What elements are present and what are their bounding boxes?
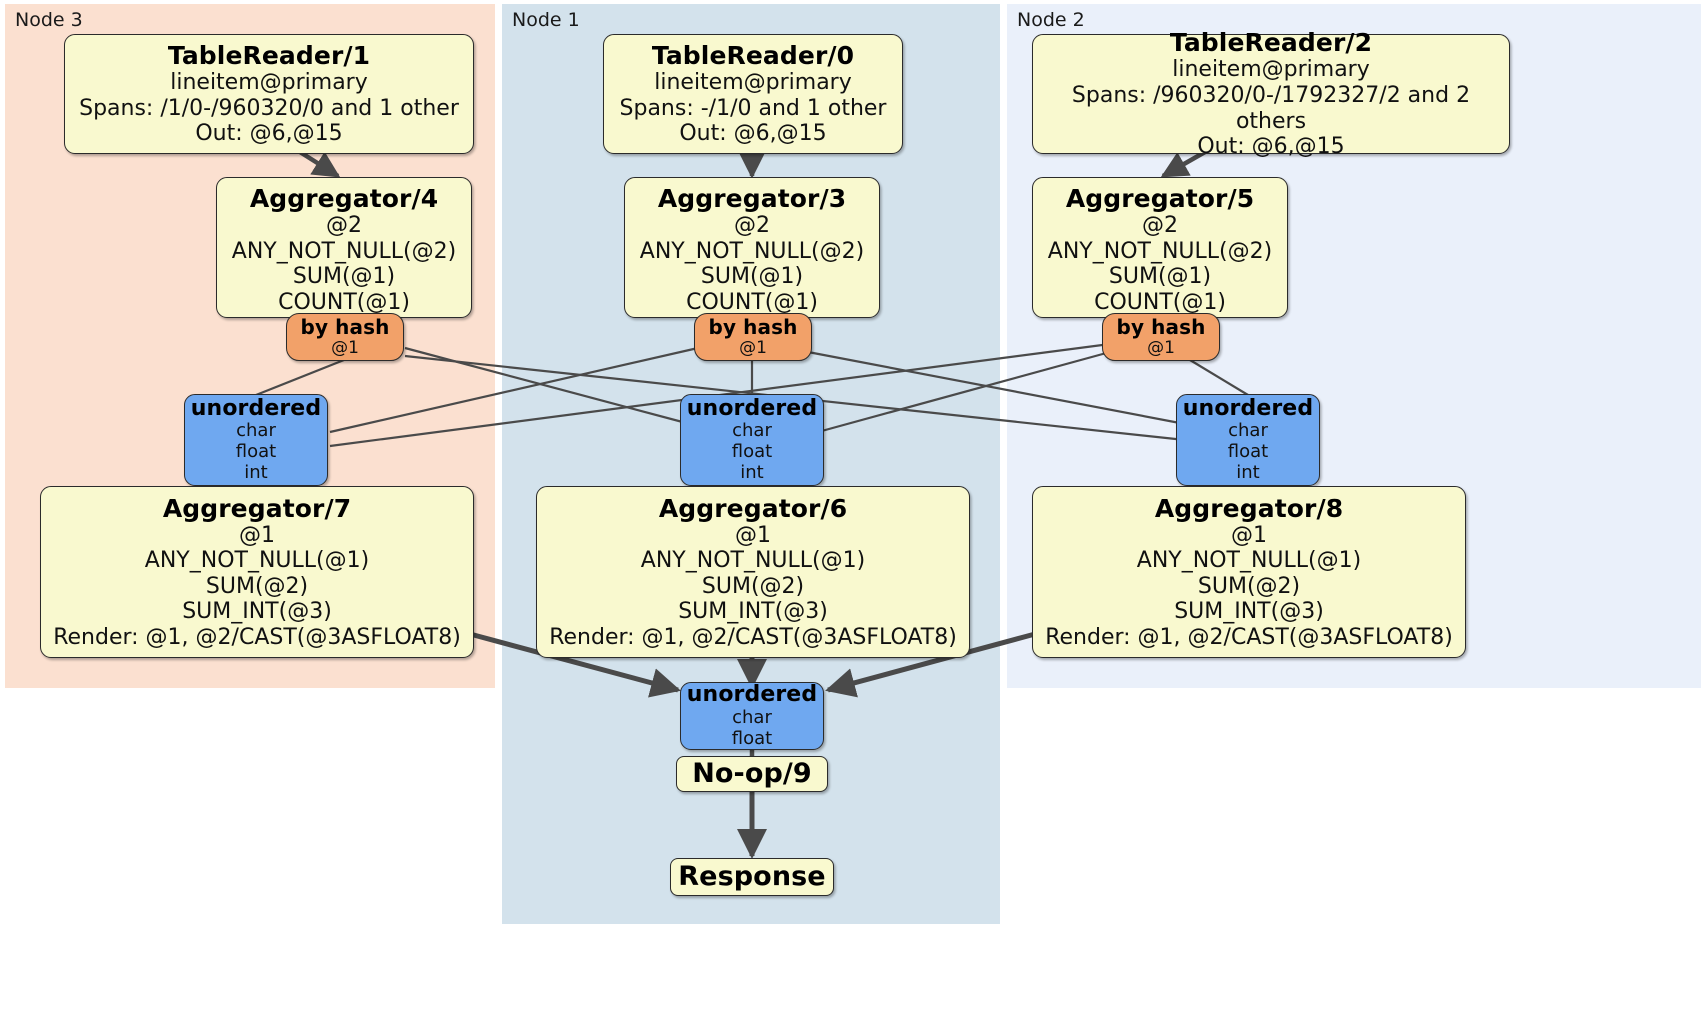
- receiver-title: unordered: [1182, 395, 1314, 421]
- node-title: Response: [678, 861, 826, 893]
- receiver-line: int: [244, 462, 268, 484]
- node-line: lineitem@primary: [654, 70, 852, 96]
- node-line: @1: [239, 522, 275, 548]
- receiver-line: float: [731, 441, 773, 463]
- node-tablereader-2[interactable]: TableReader/2 lineitem@primary Spans: /9…: [1032, 28, 1510, 159]
- receiver-line: int: [740, 462, 764, 484]
- panel-node-2-label: Node 2: [1017, 9, 1085, 31]
- receiver-line: char: [1228, 420, 1268, 442]
- node-line: SUM_INT(@3): [678, 599, 828, 625]
- node-aggregator-6[interactable]: Aggregator/6 @1 ANY_NOT_NULL(@1) SUM(@2)…: [536, 486, 970, 658]
- receiver-unordered-final[interactable]: unordered char float: [680, 682, 824, 750]
- receiver-unordered-8[interactable]: unordered char float int: [1176, 394, 1320, 486]
- node-line: ANY_NOT_NULL(@1): [640, 548, 866, 574]
- node-line: @1: [1231, 522, 1267, 548]
- node-line: ANY_NOT_NULL(@1): [1136, 548, 1362, 574]
- node-line: @2: [734, 213, 770, 238]
- router-line: @1: [739, 337, 767, 358]
- receiver-title: unordered: [686, 682, 818, 708]
- node-title: Aggregator/3: [657, 184, 847, 213]
- node-line: @1: [735, 522, 771, 548]
- router-line: @1: [331, 337, 359, 358]
- router-by-hash-5[interactable]: by hash @1: [1102, 313, 1220, 361]
- node-response[interactable]: Response: [670, 858, 834, 896]
- node-line: ANY_NOT_NULL(@2): [231, 238, 457, 264]
- node-line: Render: @1, @2/CAST(@3ASFLOAT8): [1045, 624, 1453, 650]
- node-line: @2: [326, 213, 362, 238]
- receiver-line: char: [732, 706, 772, 728]
- node-aggregator-8[interactable]: Aggregator/8 @1 ANY_NOT_NULL(@1) SUM(@2)…: [1032, 486, 1466, 658]
- node-title: No-op/9: [692, 758, 812, 790]
- node-title: Aggregator/6: [658, 493, 848, 523]
- node-line: SUM(@1): [700, 264, 804, 290]
- node-title: Aggregator/5: [1065, 184, 1255, 213]
- node-line: lineitem@primary: [1172, 57, 1370, 83]
- node-line: SUM(@2): [701, 573, 805, 599]
- node-line: @2: [1142, 213, 1178, 238]
- receiver-unordered-6[interactable]: unordered char float int: [680, 394, 824, 486]
- receiver-line: float: [731, 727, 773, 749]
- node-line: Spans: -/1/0 and 1 other: [619, 95, 887, 121]
- node-aggregator-5[interactable]: Aggregator/5 @2 ANY_NOT_NULL(@2) SUM(@1)…: [1032, 177, 1288, 318]
- node-line: Render: @1, @2/CAST(@3ASFLOAT8): [53, 624, 461, 650]
- node-aggregator-3[interactable]: Aggregator/3 @2 ANY_NOT_NULL(@2) SUM(@1)…: [624, 177, 880, 318]
- router-title: by hash: [1116, 314, 1206, 339]
- node-line: Out: @6,@15: [195, 121, 343, 147]
- node-title: Aggregator/7: [162, 493, 352, 523]
- receiver-line: char: [732, 420, 772, 442]
- receiver-unordered-7[interactable]: unordered char float int: [184, 394, 328, 486]
- node-noop-9[interactable]: No-op/9: [676, 756, 828, 792]
- panel-node-1-label: Node 1: [512, 9, 580, 31]
- node-line: SUM_INT(@3): [1174, 599, 1324, 625]
- node-aggregator-7[interactable]: Aggregator/7 @1 ANY_NOT_NULL(@1) SUM(@2)…: [40, 486, 474, 658]
- node-line: Spans: /960320/0-/1792327/2 and 2 others: [1071, 82, 1471, 134]
- receiver-title: unordered: [686, 395, 818, 421]
- node-title: Aggregator/8: [1154, 493, 1344, 523]
- node-line: SUM_INT(@3): [182, 599, 332, 625]
- router-title: by hash: [708, 314, 798, 339]
- receiver-title: unordered: [190, 395, 322, 421]
- node-line: COUNT(@1): [278, 289, 410, 315]
- node-line: SUM(@1): [292, 264, 396, 290]
- receiver-line: float: [235, 441, 277, 463]
- router-by-hash-4[interactable]: by hash @1: [286, 313, 404, 361]
- node-tablereader-1[interactable]: TableReader/1 lineitem@primary Spans: /1…: [64, 34, 474, 154]
- node-line: SUM(@2): [1197, 573, 1301, 599]
- node-line: ANY_NOT_NULL(@2): [1047, 238, 1273, 264]
- receiver-line: float: [1227, 441, 1269, 463]
- node-tablereader-0[interactable]: TableReader/0 lineitem@primary Spans: -/…: [603, 34, 903, 154]
- node-line: COUNT(@1): [1094, 289, 1226, 315]
- router-title: by hash: [300, 314, 390, 339]
- node-title: Aggregator/4: [249, 184, 439, 213]
- node-title: TableReader/1: [167, 41, 371, 71]
- receiver-line: char: [236, 420, 276, 442]
- router-by-hash-3[interactable]: by hash @1: [694, 313, 812, 361]
- router-line: @1: [1147, 337, 1175, 358]
- node-line: COUNT(@1): [686, 289, 818, 315]
- node-aggregator-4[interactable]: Aggregator/4 @2 ANY_NOT_NULL(@2) SUM(@1)…: [216, 177, 472, 318]
- node-line: ANY_NOT_NULL(@1): [144, 548, 370, 574]
- node-title: TableReader/2: [1169, 28, 1373, 58]
- node-line: lineitem@primary: [170, 70, 368, 96]
- panel-node-3-label: Node 3: [15, 9, 83, 31]
- node-line: Spans: /1/0-/960320/0 and 1 other: [79, 95, 459, 121]
- node-line: ANY_NOT_NULL(@2): [639, 238, 865, 264]
- node-line: SUM(@2): [205, 573, 309, 599]
- node-line: SUM(@1): [1108, 264, 1212, 290]
- receiver-line: int: [1236, 462, 1260, 484]
- node-line: Out: @6,@15: [679, 121, 827, 147]
- node-line: Out: @6,@15: [1197, 134, 1345, 160]
- node-title: TableReader/0: [651, 41, 855, 71]
- node-line: Render: @1, @2/CAST(@3ASFLOAT8): [549, 624, 957, 650]
